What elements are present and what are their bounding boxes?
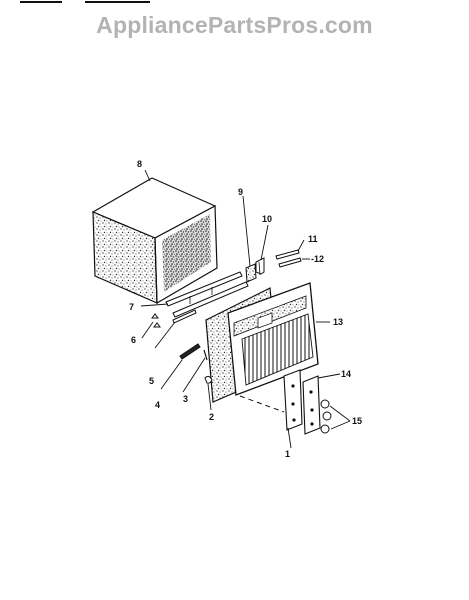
cabinet-wrapper-part bbox=[91, 177, 218, 305]
callout-3: 3 bbox=[183, 394, 188, 404]
callout-7: 7 bbox=[129, 302, 134, 312]
callout-6: 6 bbox=[131, 335, 136, 345]
trim-bar-part bbox=[179, 343, 201, 360]
rod-part bbox=[203, 349, 208, 361]
callout-8: 8 bbox=[137, 159, 142, 169]
callout-13: 13 bbox=[333, 317, 343, 327]
callout-10: 10 bbox=[262, 214, 272, 224]
callout-1: 1 bbox=[285, 449, 290, 459]
callout-2: 2 bbox=[209, 412, 214, 422]
mounting-plate-part bbox=[283, 369, 321, 435]
callout-4: 4 bbox=[155, 400, 160, 410]
callout-9: 9 bbox=[238, 187, 243, 197]
page-top-marks bbox=[20, 1, 150, 3]
assembly-dashed-line bbox=[239, 395, 285, 413]
gasket-part bbox=[245, 263, 257, 283]
clip-part bbox=[204, 375, 213, 384]
front-grille-part bbox=[227, 282, 319, 396]
screw-part bbox=[151, 313, 161, 328]
side-strip-part bbox=[172, 309, 197, 324]
callout-11: 11 bbox=[308, 234, 318, 244]
fastener-part bbox=[320, 399, 332, 434]
callout-14: 14 bbox=[341, 369, 351, 379]
callout-15: 15 bbox=[352, 416, 362, 426]
callout-12: -12 bbox=[311, 254, 324, 264]
leader-lines bbox=[140, 169, 351, 449]
callout-5: 5 bbox=[149, 376, 154, 386]
mounting-rail-part bbox=[165, 271, 249, 318]
watermark-text: AppliancePartsPros.com bbox=[96, 12, 373, 38]
seal-strip-part bbox=[275, 249, 302, 268]
bracket-part bbox=[255, 257, 265, 276]
